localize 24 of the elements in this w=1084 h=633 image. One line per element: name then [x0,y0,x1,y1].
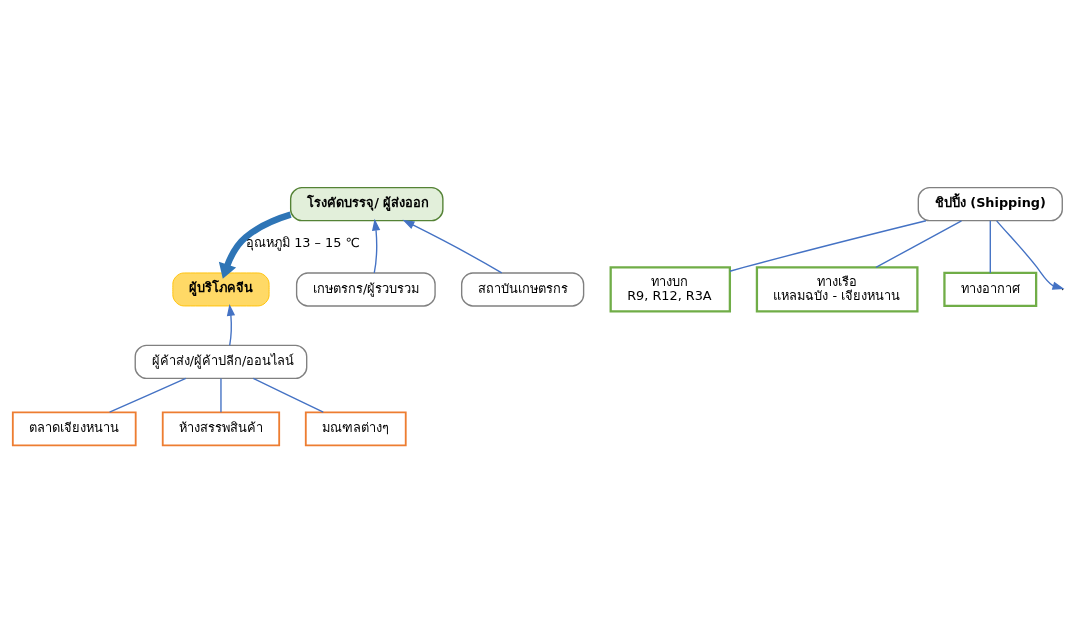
arrow [371,218,381,274]
connector [220,377,222,413]
node-box: ห้างสรรพสินค้า [161,411,281,447]
connector [108,377,187,413]
node-box: ผู้ค้าส่ง/ผู้ค้าปลีก/ออนไลน์ [134,344,308,380]
edge-label: อุณหภูมิ 13 – 15 ℃ [246,235,360,251]
arrow [226,303,236,347]
node-box: มณฑลต่างๆ [304,411,407,447]
connector [989,220,991,274]
node-box: สถาบันเกษตรกร [461,272,585,307]
connector [252,377,324,413]
node-box: ทางเรือ แหลมฉบัง - เจียงหนาน [755,266,919,313]
node-box: ผู้บริโภคจีน [172,272,270,307]
arrow [995,220,1065,290]
connector [729,220,927,272]
node-box: ชิปปิ้ง (Shipping) [917,187,1063,222]
node-box: ทางอากาศ [943,271,1038,308]
node-box: โรงคัดบรรจุ/ ผู้ส่งออก [289,187,444,222]
connector [875,220,963,269]
node-box: ตลาดเจียงหนาน [11,411,137,447]
arrow [402,219,503,274]
node-box: เกษตรกร/ผู้รวบรวม [295,272,436,307]
arrow [218,211,292,279]
node-box: ทางบก R9, R12, R3A [609,266,731,313]
